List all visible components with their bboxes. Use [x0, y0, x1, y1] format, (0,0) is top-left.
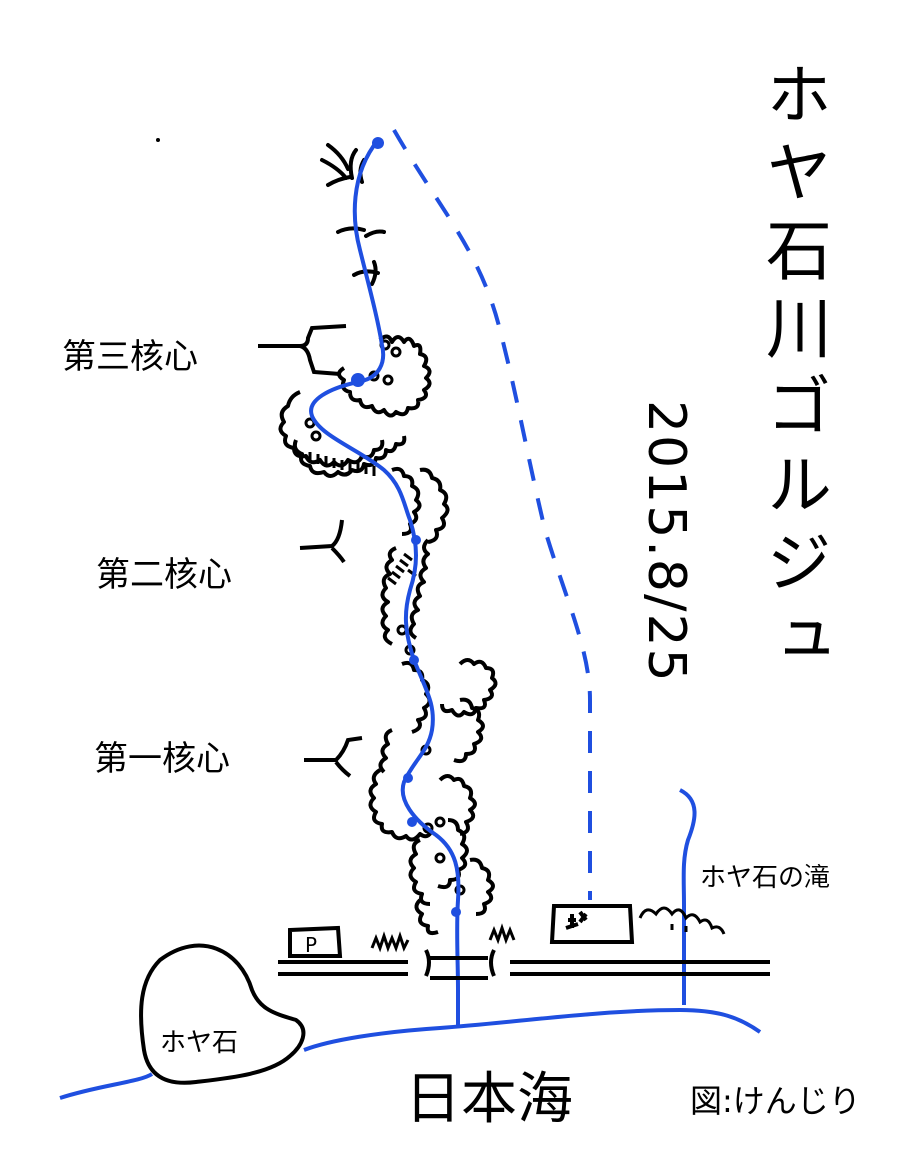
cascade-hatches — [308, 452, 417, 586]
label-core-2: 第二核心 — [96, 555, 232, 595]
coastal-road — [278, 949, 770, 980]
main-river — [309, 138, 461, 1025]
map-credit: 図:けんじり — [690, 1082, 861, 1120]
approach-trail-dashed — [392, 129, 592, 900]
parking-lot: P — [288, 925, 343, 958]
parking-sign-icon: P — [305, 933, 317, 957]
label-core-1: 第一核心 — [94, 739, 230, 779]
falls-stream — [678, 788, 697, 1005]
label-hoya-rock: ホヤ石 — [160, 1028, 239, 1058]
dot-mark — [156, 138, 160, 142]
river-points — [351, 137, 461, 917]
map-title: ホヤ石川ゴルジュ — [755, 60, 832, 684]
hoya-rock — [139, 943, 306, 1085]
trip-date: 2015.8/25 — [636, 400, 696, 684]
label-core-3: 第三核心 — [62, 337, 198, 377]
temple-building — [549, 904, 635, 944]
coastline — [59, 1007, 762, 1100]
label-hoya-falls: ホヤ石の滝 — [700, 863, 831, 893]
label-sea-of-japan: 日本海 — [405, 1067, 573, 1132]
vegetation — [370, 906, 726, 953]
section-callouts — [258, 324, 363, 778]
